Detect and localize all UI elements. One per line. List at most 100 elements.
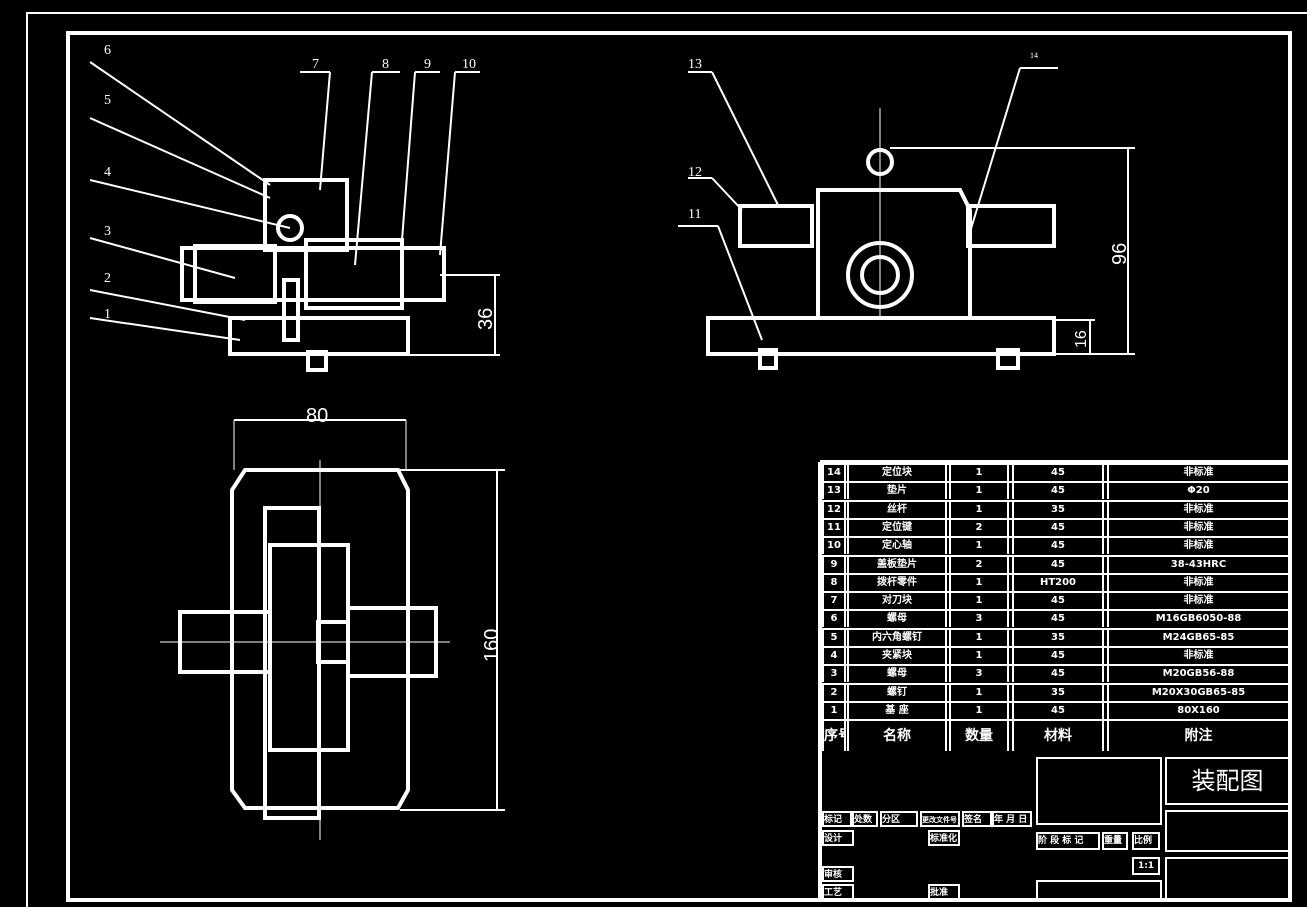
balloon-5: 5 — [104, 93, 111, 108]
cell-qty: 2 — [949, 519, 1009, 536]
row-divider — [820, 499, 1290, 502]
cell-material: HT200 — [1012, 574, 1104, 591]
cell-no: 9 — [822, 556, 846, 573]
cell-material: 35 — [1012, 684, 1104, 701]
cell-qty: 1 — [949, 702, 1009, 719]
cell-name: 丝杆 — [847, 501, 947, 518]
cell-note: M20X30GB65-85 — [1107, 684, 1290, 701]
cell-qty: 1 — [949, 538, 1009, 555]
tb-weight-label: 重量 — [1102, 832, 1128, 850]
dim-36: 36 — [475, 308, 497, 330]
balloon-1: 1 — [104, 307, 111, 322]
row-divider — [820, 682, 1290, 685]
tb-date-label: 年 月 日 — [992, 811, 1032, 827]
tb-stage-label: 阶 段 标 记 — [1036, 832, 1100, 850]
balloon-11: 11 — [688, 207, 701, 222]
cell-note: Φ20 — [1107, 483, 1290, 500]
tb-approve-label: 批准 — [928, 884, 960, 900]
parts-list-header: 序号名称数量材料附注 — [820, 721, 1290, 751]
cell-note: 非标准 — [1107, 501, 1290, 518]
cell-qty: 1 — [949, 501, 1009, 518]
balloon-9: 9 — [424, 57, 431, 72]
tb-zone-label: 分区 — [880, 811, 918, 827]
cell-qty: 2 — [949, 556, 1009, 573]
balloon-6: 6 — [104, 43, 111, 58]
drawing-title: 装配图 — [1165, 757, 1290, 805]
cell-no: 5 — [822, 629, 846, 646]
cell-qty: 1 — [949, 574, 1009, 591]
cell-material: 45 — [1012, 465, 1104, 481]
cell-no: 7 — [822, 593, 846, 610]
cell-name: 名称 — [847, 721, 947, 751]
row-divider — [820, 536, 1290, 539]
cell-qty: 1 — [949, 593, 1009, 610]
row-divider — [820, 572, 1290, 575]
cell-material: 45 — [1012, 483, 1104, 500]
row-divider — [820, 517, 1290, 520]
balloon-8: 8 — [382, 57, 389, 72]
cell-qty: 3 — [949, 666, 1009, 683]
row-divider — [820, 664, 1290, 667]
cell-no: 12 — [822, 501, 846, 518]
cell-no: 6 — [822, 611, 846, 628]
cell-note: 38-43HRC — [1107, 556, 1290, 573]
tb-review-label: 审核 — [822, 866, 854, 882]
cell-qty: 1 — [949, 648, 1009, 664]
cell-material: 45 — [1012, 648, 1104, 664]
cell-note: 非标准 — [1107, 538, 1290, 555]
cell-name: 定位块 — [847, 465, 947, 481]
cell-qty: 1 — [949, 465, 1009, 481]
cell-material: 材料 — [1012, 721, 1104, 751]
cell-note: 80X160 — [1107, 702, 1290, 719]
row-divider — [820, 719, 1290, 722]
cell-note: 非标准 — [1107, 593, 1290, 610]
balloon-13: 13 — [688, 57, 702, 72]
inner-frame — [66, 31, 1292, 902]
tb-scale-value: 1:1 — [1132, 857, 1160, 875]
cell-name: 盖板垫片 — [847, 556, 947, 573]
cell-material: 45 — [1012, 519, 1104, 536]
row-divider — [820, 591, 1290, 594]
cell-note: M24GB65-85 — [1107, 629, 1290, 646]
balloon-7: 7 — [312, 57, 319, 72]
cell-note: 非标准 — [1107, 648, 1290, 664]
row-divider — [820, 554, 1290, 557]
balloon-2: 2 — [104, 271, 111, 286]
tb-scale-label: 比例 — [1132, 832, 1160, 850]
side-view — [678, 67, 1135, 370]
dim-160: 160 — [481, 629, 503, 662]
balloon-4: 4 — [104, 165, 111, 180]
row-divider — [820, 481, 1290, 484]
balloon-10: 10 — [462, 57, 476, 72]
tb-process-label: 工艺 — [822, 884, 854, 900]
cell-name: 基 座 — [847, 702, 947, 719]
cell-name: 螺钉 — [847, 684, 947, 701]
cell-no: 8 — [822, 574, 846, 591]
cell-qty: 数量 — [949, 721, 1009, 751]
cell-material: 35 — [1012, 501, 1104, 518]
cell-qty: 1 — [949, 483, 1009, 500]
tb-bottom — [1036, 880, 1162, 900]
balloon-14: 14 — [1030, 51, 1038, 60]
tb-mark-label: 标记 — [822, 811, 852, 827]
balloon-3: 3 — [104, 224, 111, 239]
cell-qty: 1 — [949, 629, 1009, 646]
outer-frame — [26, 12, 1307, 907]
cell-note: M16GB6050-88 — [1107, 611, 1290, 628]
cell-no: 11 — [822, 519, 846, 536]
cell-material: 45 — [1012, 666, 1104, 683]
cell-name: 拨杆零件 — [847, 574, 947, 591]
cell-name: 夹紧块 — [847, 648, 947, 664]
cell-note: 非标准 — [1107, 465, 1290, 481]
front-view — [89, 61, 500, 372]
